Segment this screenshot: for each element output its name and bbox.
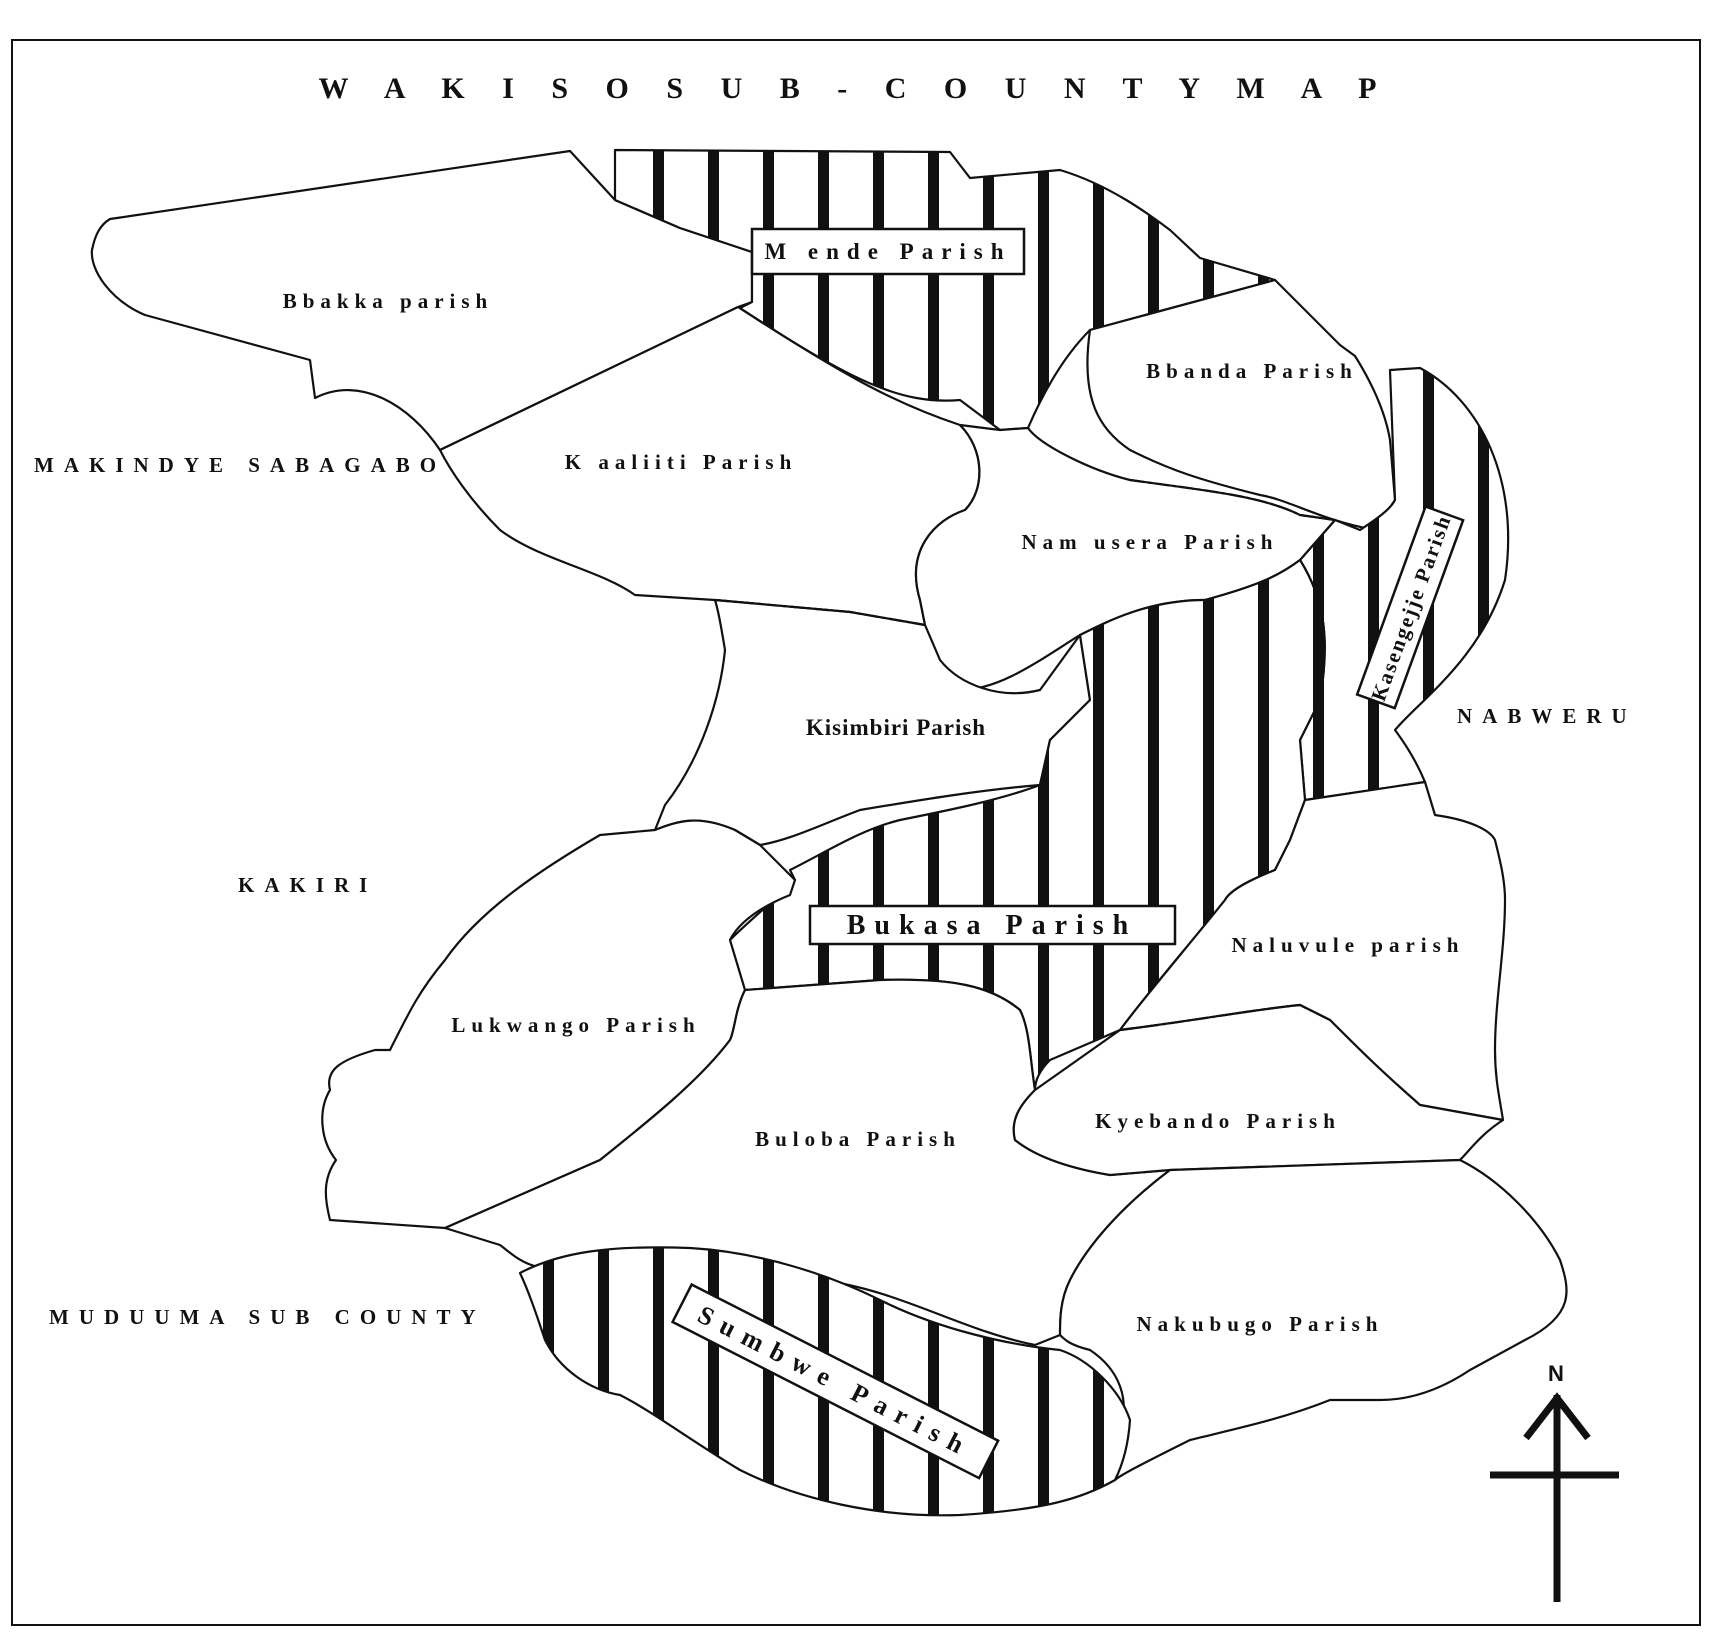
kisimbiri-parish-region bbox=[653, 598, 1092, 847]
bbanda-parish-label: Bbanda Parish bbox=[1146, 359, 1358, 383]
makindye-sabagabo-label: MAKINDYE SABAGABO bbox=[34, 453, 446, 477]
nabweru-label: NABWERU bbox=[1457, 704, 1637, 728]
mende-parish-label-box bbox=[750, 227, 1026, 276]
north-arrow-icon bbox=[1490, 1392, 1619, 1602]
mende-parish-label[interactable]: M ende Parish bbox=[764, 239, 1011, 264]
lukwango-parish-label: Lukwango Parish bbox=[451, 1013, 700, 1037]
bukasa-parish-label[interactable]: Bukasa Parish bbox=[847, 910, 1138, 941]
lukwango-parish-region bbox=[321, 819, 797, 1230]
kaaliiti-parish-label: K aaliiti Parish bbox=[565, 450, 798, 474]
kyebando-naluvule-boundary bbox=[1119, 1003, 1331, 1032]
namusera-parish-label: Nam usera Parish bbox=[1022, 530, 1279, 554]
kisimbiri-parish-label: Kisimbiri Parish bbox=[806, 715, 986, 740]
sumbwe-parish-label-box bbox=[670, 1282, 1000, 1480]
kisimbiri-kaaliiti-boundary bbox=[714, 598, 926, 627]
naluvule-parish-label: Naluvule parish bbox=[1232, 933, 1465, 957]
kakiri-label: KAKIRI bbox=[238, 873, 377, 897]
kasengejje-parish-label-box bbox=[1355, 504, 1465, 710]
north-label: N bbox=[1548, 1361, 1564, 1386]
buloba-parish-label: Buloba Parish bbox=[755, 1127, 961, 1151]
namusera-bbanda-boundary bbox=[1129, 478, 1336, 522]
bbanda-parish-region bbox=[1086, 278, 1397, 532]
kyebando-parish-label: Kyebando Parish bbox=[1095, 1109, 1341, 1133]
bbakka-parish-label: Bbakka parish bbox=[283, 289, 493, 313]
nakubugo-parish-region bbox=[1058, 1158, 1568, 1482]
bukasa-parish-label-box bbox=[808, 904, 1177, 946]
kyebando-parish-region bbox=[1012, 1003, 1505, 1177]
muduuma-sub-county-label: MUDUUMA SUB COUNTY bbox=[49, 1305, 486, 1329]
map-frame bbox=[11, 39, 1701, 1626]
map-title: W A K I S O S U B - C O U N T Y M A P bbox=[319, 72, 1392, 105]
nakubugo-parish-label: Nakubugo Parish bbox=[1137, 1312, 1384, 1336]
